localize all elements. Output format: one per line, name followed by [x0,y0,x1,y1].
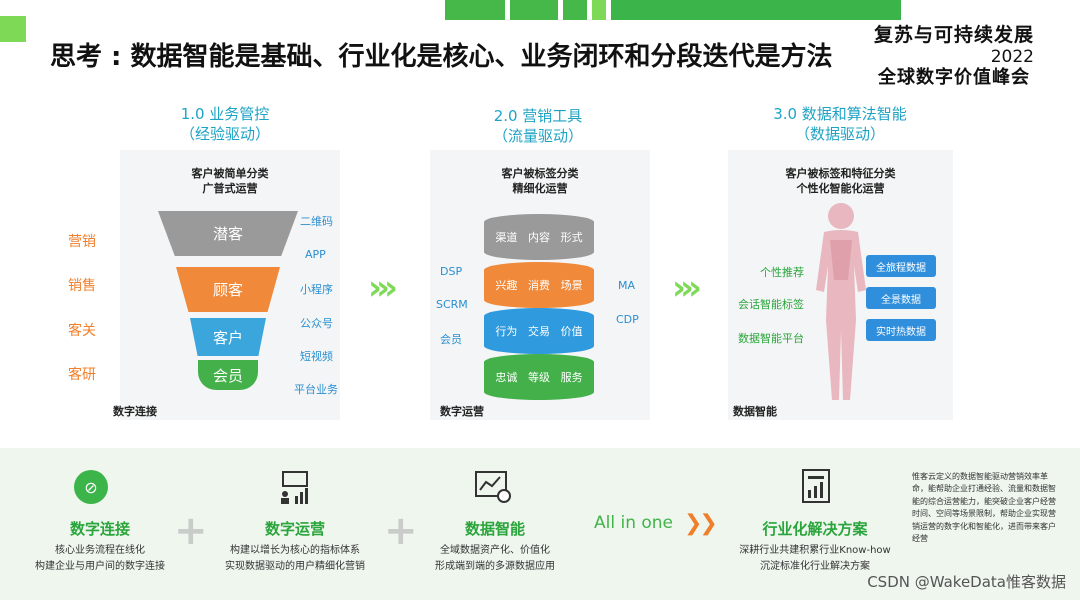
tool-label-ma: MA [618,279,636,292]
feature-label-session-tags: 会话智能标签 [738,298,804,311]
tool-label-member: 会员 [440,333,462,346]
arrow-stage-1-to-2: ››› [368,268,398,308]
analytics-icon [475,471,511,503]
stage-1-caption: 客户被简单分类广普式运营 [191,167,269,196]
channel-label-app: APP [305,248,326,261]
stage-1-footer: 数字连接 [113,405,157,418]
cylinder-interest: 兴趣消费场景 [484,262,594,308]
channel-label-miniprogram: 小程序 [300,283,333,296]
stage-2-footer: 数字运营 [440,405,484,418]
left-label-marketing: 营销 [68,234,96,250]
bottom-item-intelligence: 数据智能 全域数据资产化、价值化 形成端到端的多源数据应用 [435,520,555,572]
stage-1-heading: 1.0 业务管控（经验驱动） [179,105,270,144]
channel-label-official-account: 公众号 [300,317,333,330]
stage-3-footer: 数据智能 [733,405,777,418]
stage-2-caption: 客户被标签分类精细化运营 [501,167,579,196]
plus-sign-2: + [384,508,418,554]
person-silhouette-icon [816,203,866,400]
link-icon: ⊘ [74,470,108,504]
channel-label-platform: 平台业务 [294,383,338,396]
data-tag-realtime: 实时热数据 [866,319,936,341]
summary-paragraph: 惟客云定义的数据智能驱动营销效率革命，能帮助企业打通经验、流量和数据智能的综合运… [912,472,1056,543]
channel-label-qr: 二维码 [300,215,333,228]
bottom-item-industry: 行业化解决方案 深耕行业共建积累行业Know-how 沉淀标准化行业解决方案 [739,520,891,572]
funnel-layer-members: 会员 [198,360,258,390]
summit-logo: 复苏与可持续发展 2022 全球数字价值峰会 [873,24,1034,89]
left-label-sales: 销售 [68,278,96,294]
page-title: 思考 : 数据智能是基础、行业化是核心、业务闭环和分段迭代是方法 [50,42,833,72]
all-in-one-label: All in one [594,513,674,533]
cylinder-loyalty: 忠诚等级服务 [484,354,594,400]
stage-3-caption: 客户被标签和特征分类个性化智能化运营 [785,167,896,196]
arrow-stage-2-to-3: ››› [672,268,702,308]
team-chart-icon [281,471,308,504]
bottom-band [0,448,1080,600]
funnel-layer-customers: 客户 [190,318,266,356]
left-label-service: 客关 [68,323,96,339]
funnel-layer-shoppers: 顾客 [176,267,280,312]
corner-decoration [0,16,26,42]
stage-3-heading: 3.0 数据和算法智能（数据驱动） [773,105,907,144]
double-chevron-icon: ❯❯ [684,511,718,536]
bottom-item-connect: 数字连接 核心业务流程在线化 构建企业与用户间的数字连接 [35,520,165,572]
stage-3-panel: 客户被标签和特征分类个性化智能化运营 [728,150,953,420]
plus-sign-1: + [174,508,208,554]
stage-2-heading: 2.0 营销工具（流量驱动） [492,107,583,146]
document-chart-icon [802,469,830,503]
tool-label-scrm: SCRM [436,298,468,311]
left-label-research: 客研 [68,367,96,383]
cylinder-behavior: 行为交易价值 [484,308,594,354]
data-tag-full-journey: 全旅程数据 [866,255,936,277]
bottom-item-operation: 数字运营 构建以增长为核心的指标体系 实现数据驱动的用户精细化营销 [225,520,365,572]
tool-label-cdp: CDP [616,313,639,326]
top-decoration-bars [445,0,901,20]
channel-label-short-video: 短视频 [300,350,333,363]
feature-label-recommend: 个性推荐 [760,266,804,279]
csdn-watermark: CSDN @WakeData惟客数据 [867,573,1066,591]
data-tag-panorama: 全景数据 [866,287,936,309]
cylinder-channel: 渠道内容形式 [484,214,594,260]
feature-label-data-platform: 数据智能平台 [738,332,804,345]
funnel-layer-prospects: 潜客 [158,211,298,256]
tool-label-dsp: DSP [440,265,463,278]
